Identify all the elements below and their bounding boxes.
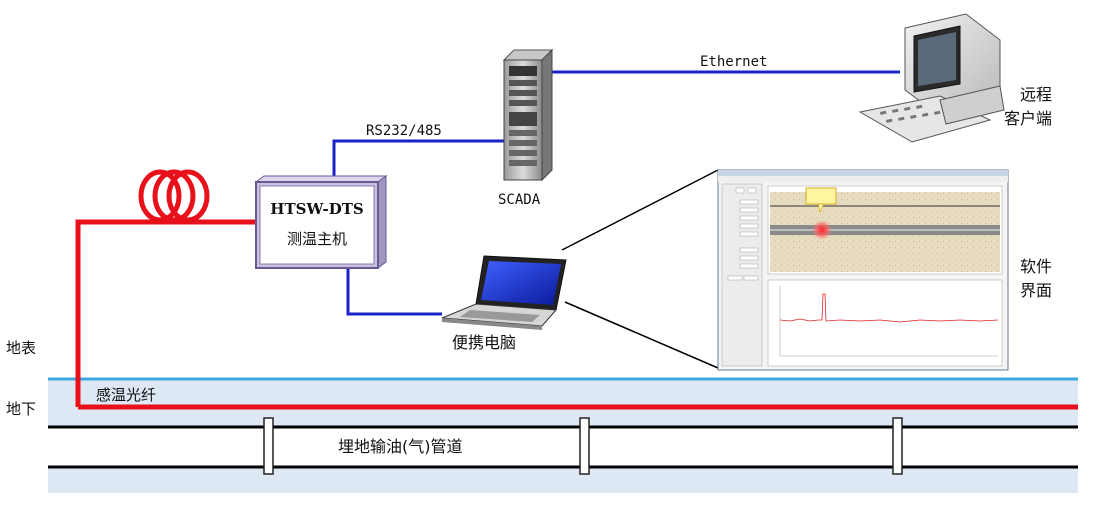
underground-label: 地下 (6, 400, 36, 418)
software-ui-screenshot (717, 169, 1009, 371)
ethernet-label: Ethernet (700, 54, 767, 70)
network-links (332, 70, 900, 316)
scada-label: SCADA (498, 192, 541, 208)
fiber-coil-icon (138, 169, 210, 223)
pipe-joint (579, 417, 590, 475)
callout-lines (561, 169, 719, 369)
surface-label: 地表 (6, 339, 36, 357)
fiber-label: 感温光纤 (96, 386, 156, 404)
remote-client-label-1: 远程 (1020, 85, 1052, 104)
host-name-label: HTSW-DTS (270, 200, 363, 218)
pipeline-label: 埋地输油(气)管道 (338, 437, 463, 456)
rs232-label: RS232/485 (366, 123, 442, 139)
laptop-label: 便携电脑 (452, 333, 516, 352)
server-icon (502, 48, 554, 182)
remote-client-label-2: 客户端 (1004, 109, 1052, 128)
dts-host-box (254, 175, 388, 269)
laptop-icon (441, 255, 567, 330)
desktop-computer-icon (858, 13, 1005, 143)
pipe-joint (263, 417, 274, 475)
host-desc-label: 测温主机 (287, 230, 347, 248)
software-label-2: 界面 (1020, 281, 1052, 300)
pipeline (48, 417, 1078, 475)
pipe-joint (892, 417, 903, 475)
software-label-1: 软件 (1020, 257, 1052, 276)
